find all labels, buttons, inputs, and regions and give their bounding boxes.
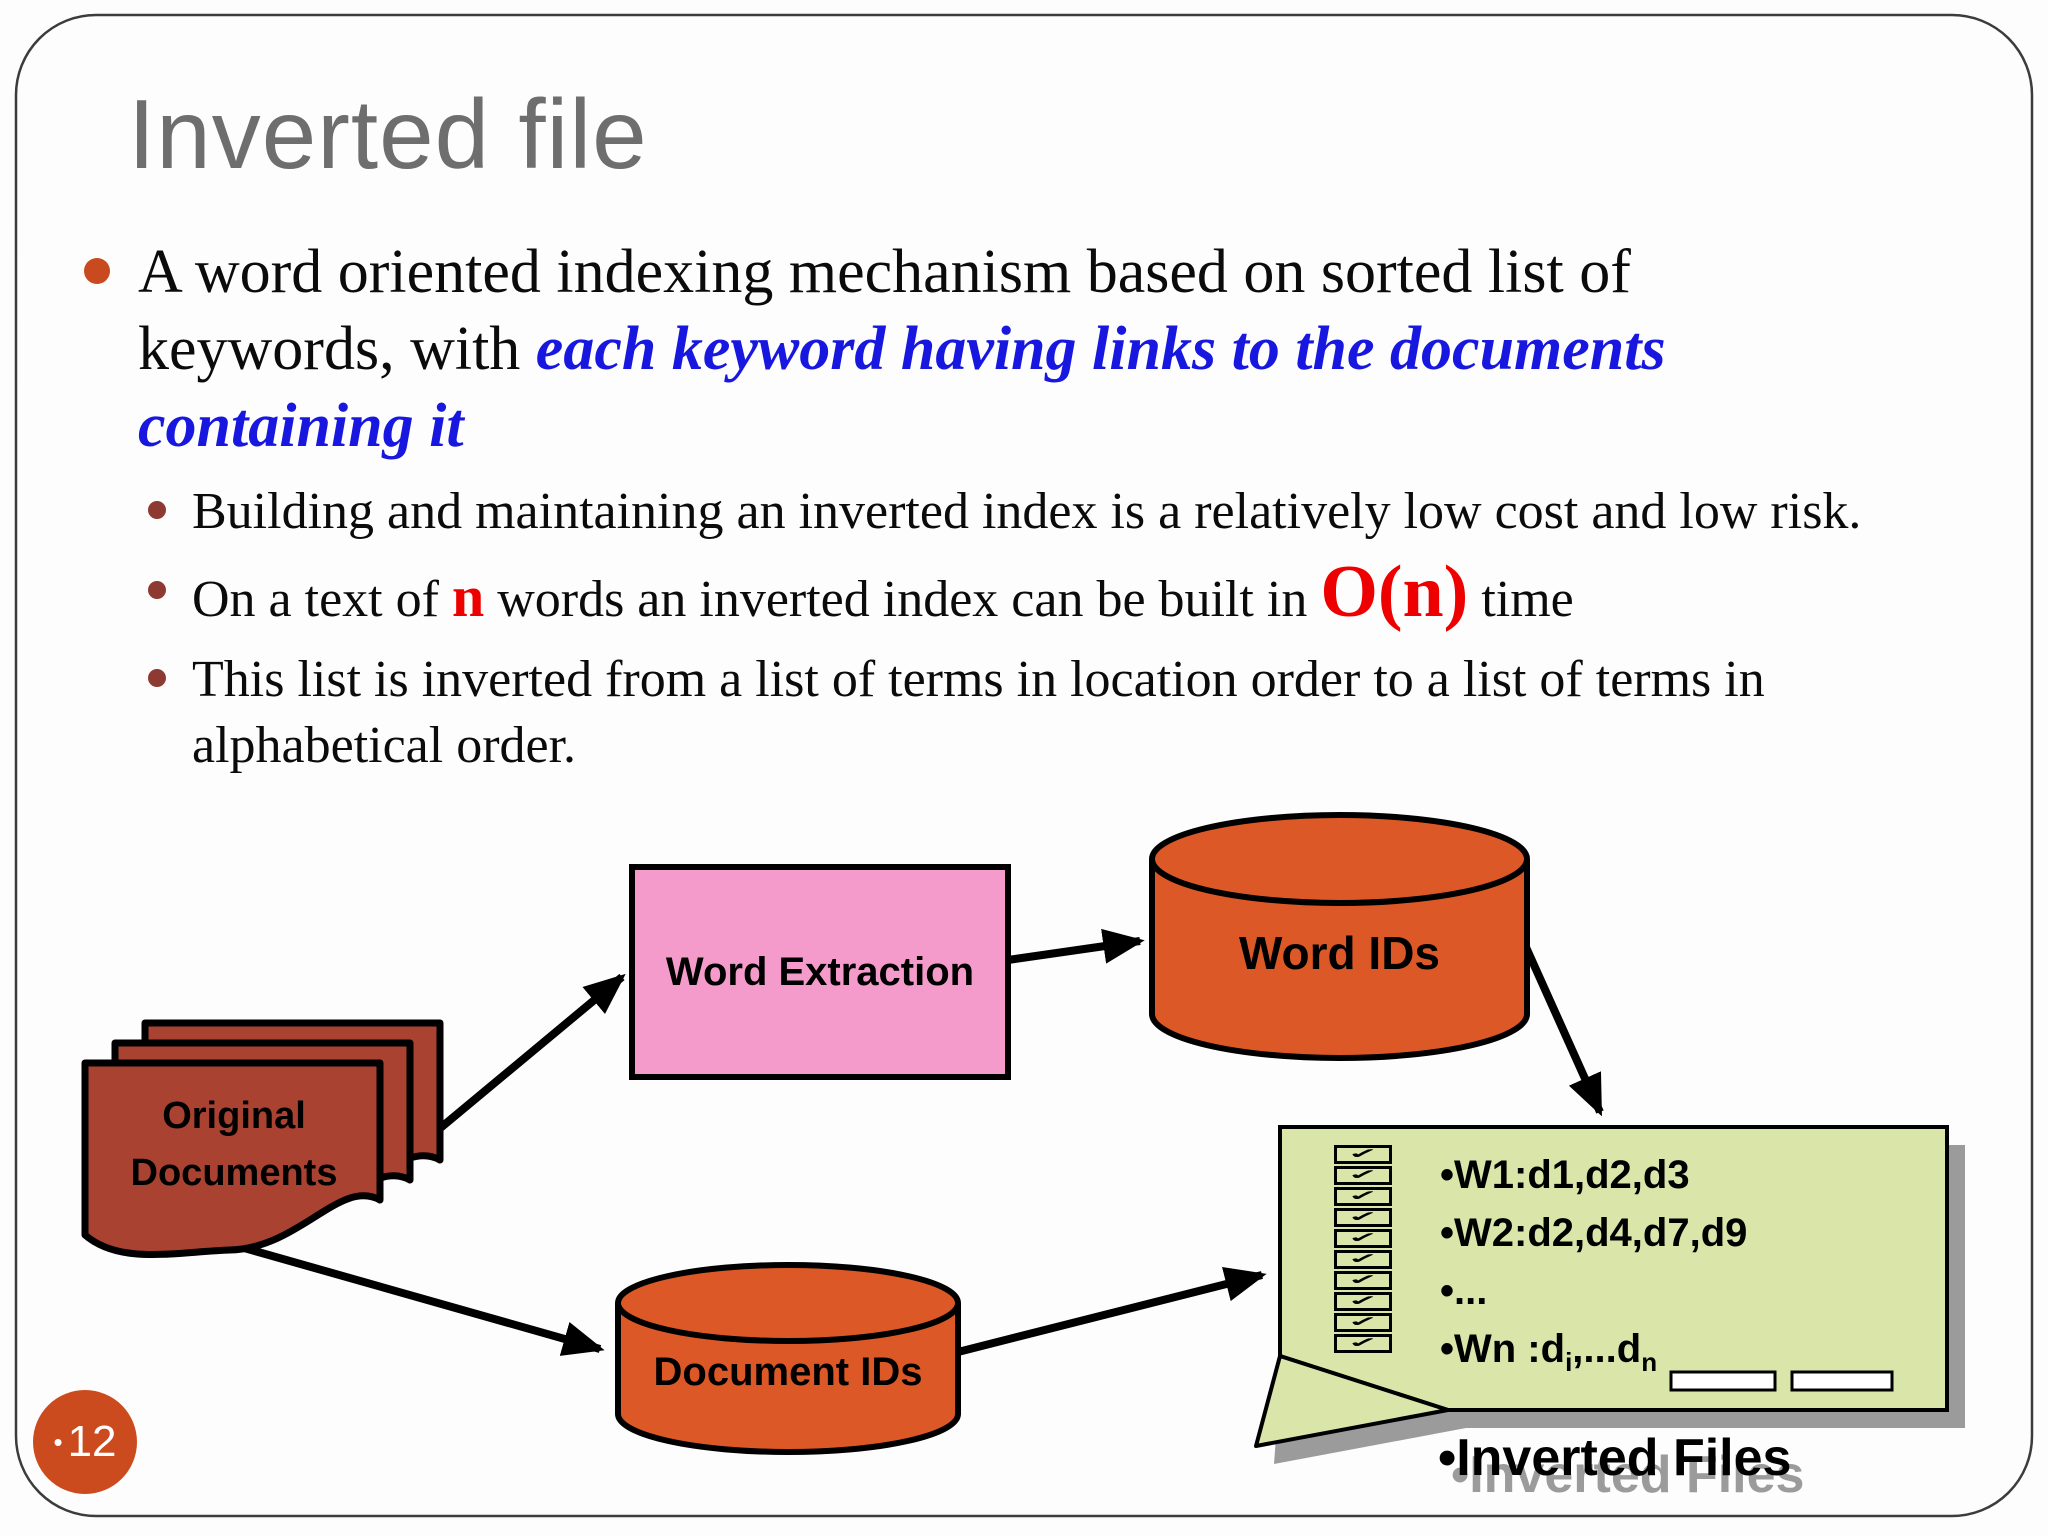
wn-sub-i: i (1565, 1347, 1573, 1377)
wn-sub-n: n (1641, 1347, 1658, 1377)
document-ids-label: Document IDs (653, 1350, 923, 1394)
inverted-file-box-body (1278, 1125, 1949, 1412)
folded-corner (1254, 1354, 1450, 1448)
arrow-extraction-to-wordids (1007, 928, 1145, 964)
checkbox-icon: ✓ (1334, 1229, 1392, 1248)
flow-arrows (228, 928, 1604, 1356)
checkbox-column: ✓ ✓ ✓ ✓ ✓ ✓ ✓ ✓ ✓ ✓ (1334, 1145, 1392, 1353)
checkbox-icon: ✓ (1334, 1334, 1392, 1353)
checkbox-icon: ✓ (1334, 1292, 1392, 1311)
arrow-docs-to-documentids (228, 1240, 605, 1356)
checkbox-icon: ✓ (1334, 1250, 1392, 1269)
arrow-docs-to-extraction (435, 973, 626, 1134)
page-number: 12 (67, 1417, 117, 1466)
arrow-wordids-to-invertedfile (1521, 943, 1604, 1117)
checkbox-icon: ✓ (1334, 1208, 1392, 1227)
inverted-file-box (1254, 1125, 1965, 1464)
document-page-front (81, 1059, 384, 1258)
original-documents-shape (81, 1019, 444, 1258)
sub-bullet-3: This list is inverted from a list of ter… (148, 647, 1894, 779)
sub-bullet-3-text: This list is inverted from a list of ter… (192, 651, 1765, 774)
sub2-pre: On a text of (192, 571, 452, 628)
document-ids-cylinder (615, 1262, 961, 1455)
word-extraction-label: Word Extraction (665, 949, 975, 994)
main-bullet-emphasis: each keyword having links to the documen… (138, 315, 1666, 460)
sub-bullet-list: Building and maintaining an inverted ind… (148, 479, 1894, 779)
bullet-dot-icon (148, 581, 166, 599)
entry-wn: •Wn :di,...dn (1440, 1320, 1940, 1391)
slide-border-frame (14, 13, 2034, 1518)
blank-field-icon (1790, 1370, 1894, 1392)
caption-label: Inverted Files (1456, 1429, 1792, 1487)
inverted-file-entries: •W1:d1,d2,d3 •W2:d2,d4,d7,d9 •... •Wn :d… (1440, 1146, 1940, 1391)
original-documents-label: Original Documents (88, 1088, 380, 1202)
caption-bullet: • (1438, 1429, 1457, 1487)
main-bullet: A word oriented indexing mechanism based… (84, 234, 1894, 465)
sub2-post: time (1468, 571, 1574, 628)
page-number-badge: • 12 (33, 1390, 137, 1494)
checkbox-icon: ✓ (1334, 1271, 1392, 1290)
entry-w2: •W2:d2,d4,d7,d9 (1440, 1211, 1748, 1255)
checkbox-icon: ✓ (1334, 1166, 1392, 1185)
sub2-n: n (451, 564, 485, 629)
sub-bullet-2: On a text of n words an inverted index c… (148, 555, 1894, 633)
slide-title: Inverted file (128, 79, 648, 189)
word-ids-label: Word IDs (1238, 927, 1441, 979)
checkbox-icon: ✓ (1334, 1313, 1392, 1332)
wn-mid: ,...d (1572, 1327, 1642, 1371)
main-bullet-text: A word oriented indexing mechanism based… (138, 234, 1858, 465)
bullet-list: A word oriented indexing mechanism based… (84, 234, 1894, 793)
entry-w1: •W1:d1,d2,d3 (1440, 1153, 1690, 1197)
checkbox-icon: ✓ (1334, 1145, 1392, 1164)
page-bullet-dot: • (53, 1426, 63, 1457)
word-ids-cylinder (1149, 812, 1530, 1061)
bullet-dot-icon (148, 669, 166, 687)
word-extraction-box (629, 864, 1011, 1080)
sub-bullet-1-text: Building and maintaining an inverted ind… (192, 483, 1862, 540)
wn-prefix: •Wn :d (1440, 1327, 1566, 1371)
original-documents-line1: Original (162, 1095, 306, 1137)
arrow-documentids-to-invertedfile (957, 1266, 1267, 1356)
entry-ellipsis: •... (1440, 1269, 1488, 1313)
main-bullet-plain: A word oriented indexing mechanism based… (138, 238, 1631, 383)
sub-bullet-2-text: On a text of n words an inverted index c… (192, 555, 1892, 633)
sub-bullet-1: Building and maintaining an inverted ind… (148, 479, 1894, 545)
original-documents-line2: Documents (130, 1152, 338, 1194)
bullet-dot-icon (84, 258, 110, 284)
inverted-files-caption: •Inverted Files (1438, 1428, 1791, 1488)
checkbox-icon: ✓ (1334, 1187, 1392, 1206)
sub2-mid: words an inverted index can be built in (484, 571, 1321, 628)
bullet-dot-icon (148, 501, 166, 519)
blank-field-icon (1669, 1370, 1777, 1392)
sub2-big-o: O(n) (1320, 551, 1469, 633)
